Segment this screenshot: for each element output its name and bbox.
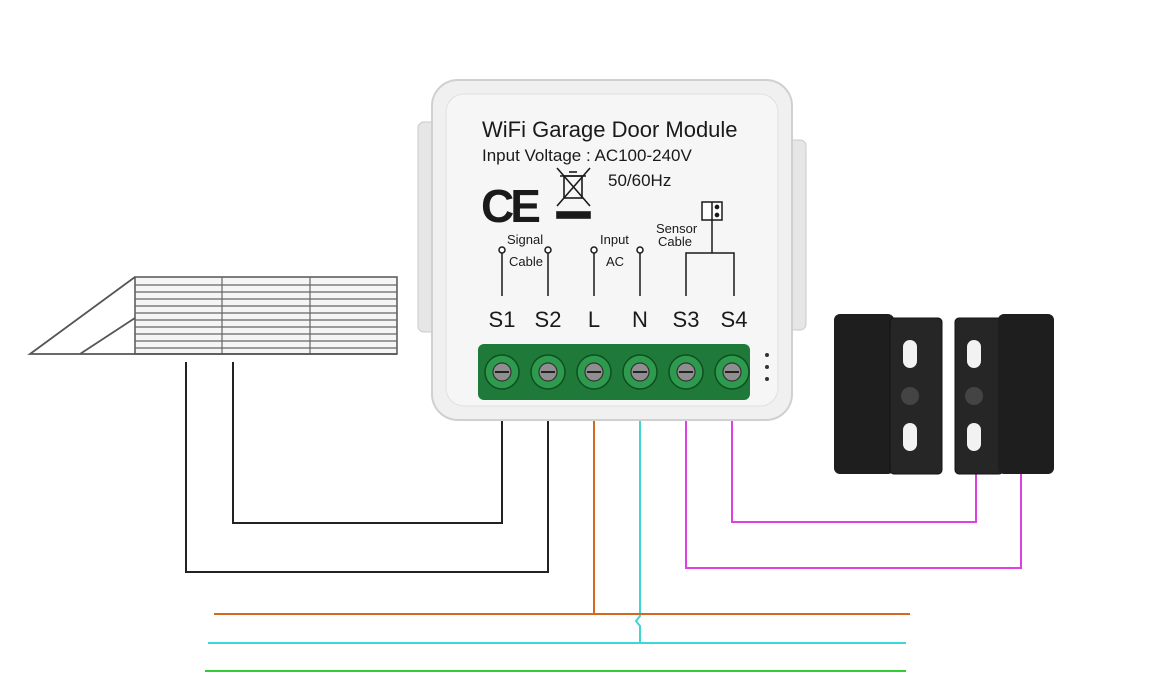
signal-label-line2: Cable (509, 254, 543, 269)
signal-wire-s1 (232, 362, 503, 524)
neutral-wire (634, 420, 641, 643)
frequency-label: 50/60Hz (608, 171, 671, 190)
ce-mark-icon: CE (481, 180, 539, 232)
signal-label-line1: Signal (507, 232, 543, 247)
input-label-line1: Input (600, 232, 629, 247)
garage-door-icon (27, 276, 398, 355)
weee-bin-icon (556, 167, 591, 219)
terminal-label-l: L (588, 307, 600, 332)
terminal-label-s4: S4 (721, 307, 748, 332)
terminal-labels: S1 S2 L N S3 S4 (489, 307, 748, 332)
sensor-label-line1: Sensor (656, 221, 698, 236)
sensor-wire-s4 (731, 420, 977, 523)
terminal-block (478, 344, 769, 400)
wifi-module: WiFi Garage Door Module Input Voltage : … (417, 79, 807, 421)
terminal-label-s2: S2 (535, 307, 562, 332)
terminal-label-s1: S1 (489, 307, 516, 332)
terminal-label-n: N (632, 307, 648, 332)
door-sensor (834, 314, 1054, 475)
sensor-wire-s3 (685, 420, 1022, 569)
module-title: WiFi Garage Door Module (482, 117, 738, 142)
sensor-label-line2: Cable (658, 234, 692, 249)
sensor-magnet-icon (701, 201, 723, 221)
terminal-label-s3: S3 (673, 307, 700, 332)
input-label-line2: AC (606, 254, 624, 269)
voltage-label: Input Voltage : AC100-240V (482, 146, 692, 165)
signal-wire-s2 (185, 362, 549, 573)
